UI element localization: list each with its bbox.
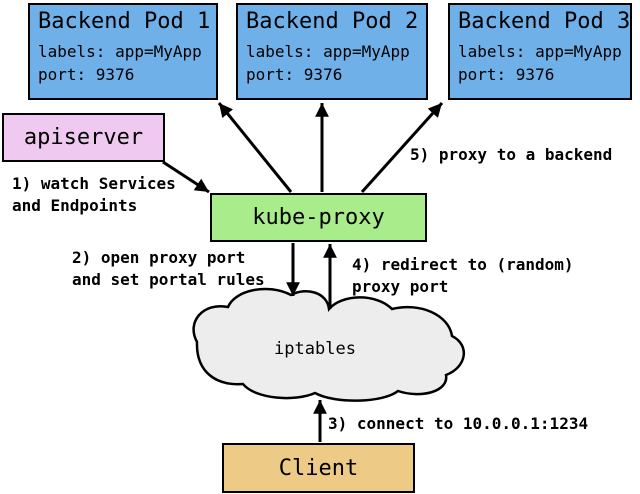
- step-4-label: 4) redirect to (random) proxy port: [352, 254, 574, 298]
- backend-pod-2-labels-line: labels: app=MyApp: [246, 42, 410, 61]
- backend-pod-1-box: Backend Pod 1 labels: app=MyApp port: 93…: [28, 3, 218, 100]
- iptables-label: iptables: [274, 339, 356, 359]
- step-2-line-1: 2) open proxy port: [72, 248, 246, 267]
- arrow-kube-proxy-to-pod-3: [360, 101, 444, 194]
- backend-pod-1-title: Backend Pod 1: [38, 9, 211, 34]
- client-label: Client: [278, 455, 359, 481]
- backend-pod-1-labels-line: labels: app=MyApp: [38, 42, 202, 61]
- arrow-apiserver-to-kube-proxy: [162, 160, 210, 194]
- step-2-line-2: and set portal rules: [72, 270, 265, 289]
- client-box: Client: [222, 443, 415, 493]
- step-4-line-1: 4) redirect to (random): [352, 255, 574, 274]
- backend-pod-2-box: Backend Pod 2 labels: app=MyApp port: 93…: [236, 3, 428, 100]
- step-5-label: 5) proxy to a backend: [410, 145, 613, 164]
- backend-pod-3-labels-line: labels: app=MyApp: [458, 42, 622, 61]
- backend-pod-2-title: Backend Pod 2: [246, 9, 419, 34]
- backend-pod-3-port-line: port: 9376: [458, 65, 555, 84]
- backend-pod-1-port-line: port: 9376: [38, 65, 135, 84]
- backend-pod-3-box: Backend Pod 3 labels: app=MyApp port: 93…: [448, 3, 632, 100]
- iptables-cloud: [192, 287, 466, 402]
- kube-proxy-label: kube-proxy: [252, 205, 385, 230]
- step-1-line-1: 1) watch Services: [12, 174, 176, 193]
- step-1-label: 1) watch Services and Endpoints: [12, 173, 176, 217]
- apiserver-label: apiserver: [23, 125, 144, 150]
- step-1-line-2: and Endpoints: [12, 196, 138, 215]
- apiserver-box: apiserver: [2, 113, 165, 162]
- backend-pod-3-title: Backend Pod 3: [458, 9, 631, 34]
- arrow-kube-proxy-to-pod-1: [217, 102, 293, 193]
- step-3-label: 3) connect to 10.0.0.1:1234: [328, 414, 589, 433]
- kube-proxy-box: kube-proxy: [210, 193, 427, 242]
- backend-pod-2-port-line: port: 9376: [246, 65, 343, 84]
- step-4-line-2: proxy port: [352, 277, 449, 296]
- step-2-label: 2) open proxy port and set portal rules: [72, 247, 265, 291]
